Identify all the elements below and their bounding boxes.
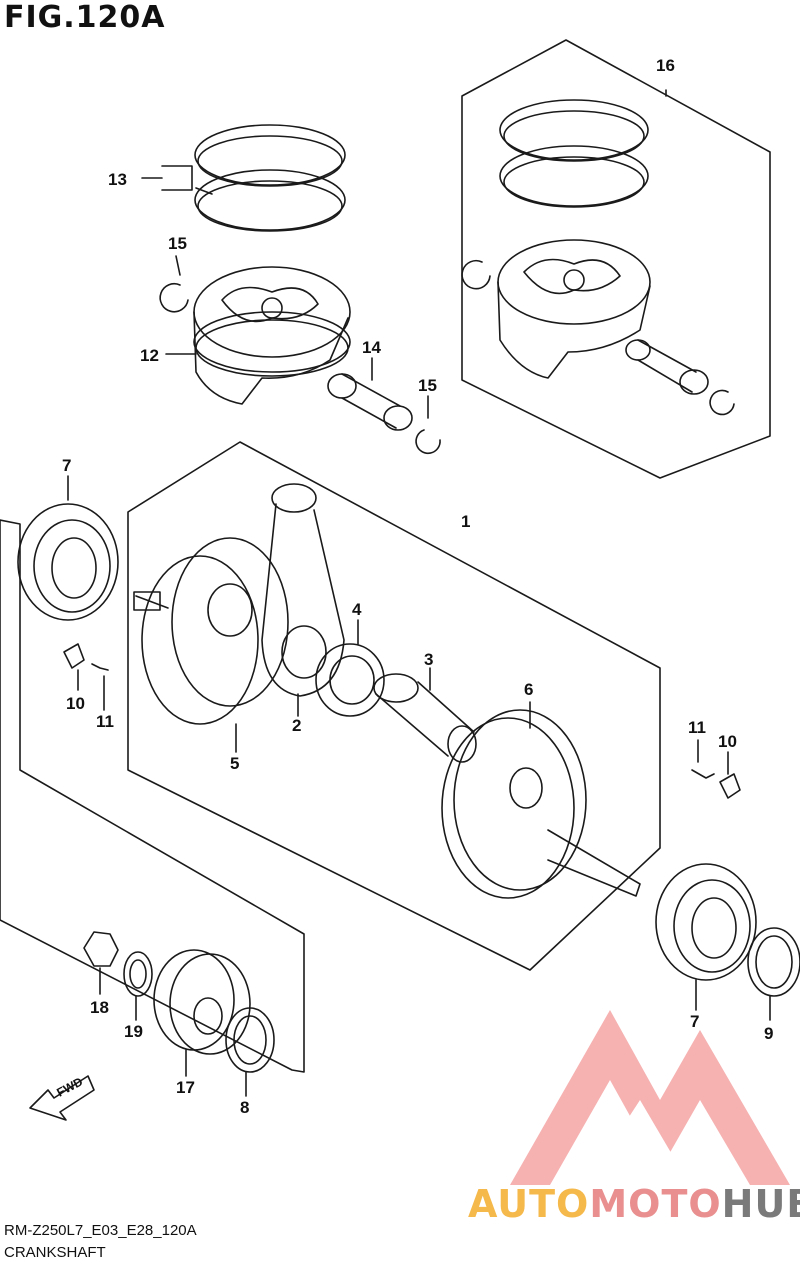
needle-bearing: [315, 643, 385, 717]
screw: [91, 663, 109, 671]
watermark-part-hub: HUB: [721, 1182, 800, 1226]
section-name: CRANKSHAFT: [4, 1244, 106, 1261]
callout-16: 16: [656, 56, 675, 75]
piston: [193, 266, 351, 405]
circlip: [159, 282, 189, 313]
callout-7-left: 7: [62, 456, 72, 475]
piston-set-frame: [461, 39, 771, 479]
piston-set: [461, 99, 735, 416]
watermark-part-moto: MOTO: [589, 1182, 722, 1226]
screw: [691, 769, 715, 779]
oil-seal: [225, 1007, 275, 1073]
callout-13: 13: [108, 170, 127, 189]
callout-1: 1: [461, 512, 471, 531]
callout-19: 19: [124, 1022, 143, 1041]
figure-title: FIG.120A: [4, 0, 166, 35]
callout-2: 2: [292, 716, 302, 735]
callout-3: 3: [424, 650, 434, 669]
washer: [123, 951, 153, 997]
callout-11-right: 11: [688, 718, 706, 737]
oil-seal: [747, 927, 800, 997]
callout-15-left: 15: [168, 234, 187, 253]
crank-web-left: [133, 537, 289, 725]
callout-17: 17: [176, 1078, 195, 1097]
callout-9: 9: [764, 1024, 774, 1043]
connecting-rod: [261, 483, 345, 697]
washer: [719, 773, 741, 799]
piston-rings: [194, 124, 346, 232]
watermark-logo: [510, 1010, 790, 1185]
watermark-part-auto: AUTO: [468, 1182, 590, 1226]
callout-15-right: 15: [418, 376, 437, 395]
callout-5: 5: [230, 754, 240, 773]
circlip: [415, 429, 441, 455]
callout-10-right: 10: [718, 732, 737, 751]
callout-10-left: 10: [66, 694, 85, 713]
callout-12: 12: [140, 346, 159, 365]
crankshaft-assembly-frame: [127, 441, 661, 971]
model-code: RM-Z250L7_E03_E28_120A: [4, 1222, 197, 1239]
callout-18: 18: [90, 998, 109, 1017]
callout-14: 14: [362, 338, 381, 357]
watermark-text: AUTOMOTOHUB: [468, 1182, 800, 1226]
left-parts-frame: [0, 519, 305, 1073]
crank-pin: [373, 673, 477, 763]
crank-web-right: [441, 709, 641, 899]
gear: [153, 949, 251, 1055]
callout-7-right: 7: [690, 1012, 700, 1031]
callout-6: 6: [524, 680, 534, 699]
nut: [83, 931, 119, 967]
callout-11-left: 11: [96, 712, 114, 731]
callout-4: 4: [352, 600, 362, 619]
forward-arrow-icon: [29, 1075, 95, 1121]
washer: [63, 643, 85, 669]
bearing: [655, 863, 757, 981]
bearing: [17, 503, 119, 621]
piston-pin: [327, 373, 413, 431]
callout-8: 8: [240, 1098, 250, 1117]
